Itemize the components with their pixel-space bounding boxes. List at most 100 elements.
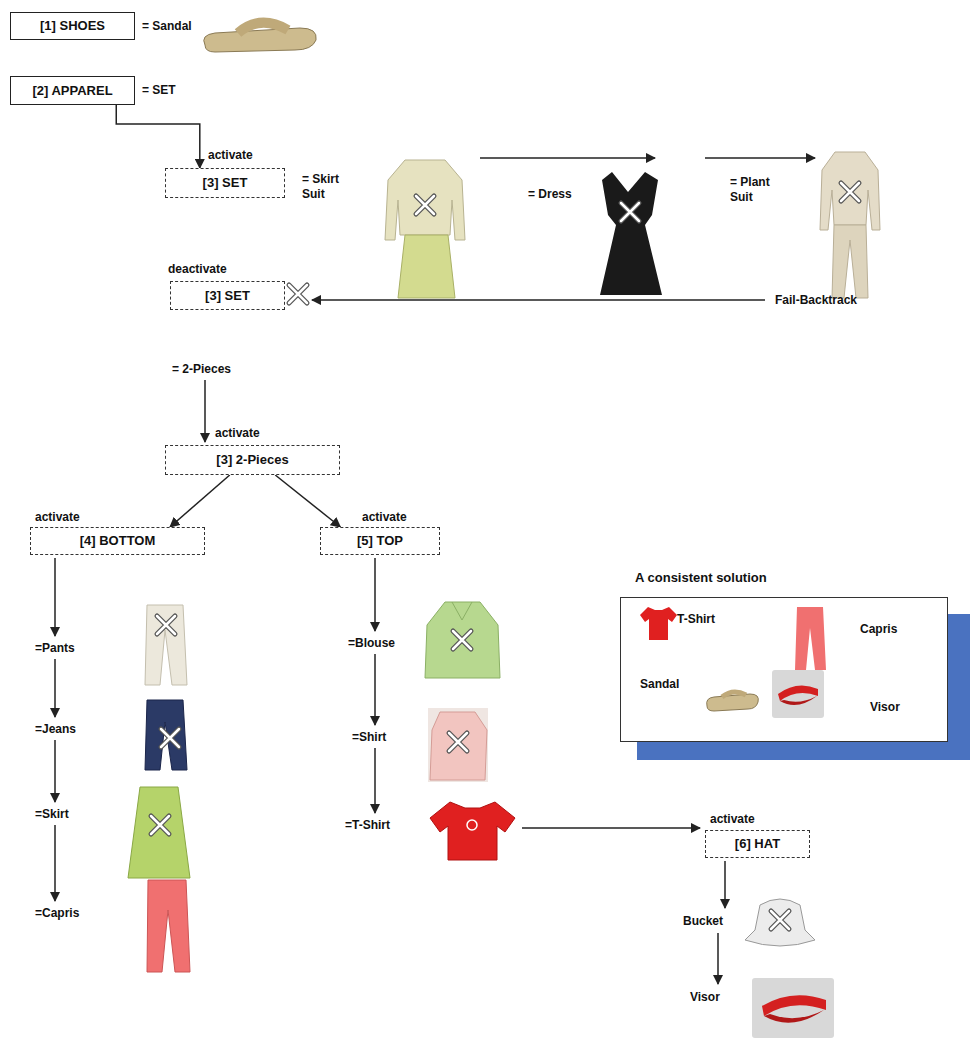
reject-mark: [161, 729, 179, 747]
reject-mark: [151, 816, 169, 834]
shirt-picture: [430, 712, 487, 780]
capris-picture: [147, 880, 190, 972]
sandal-picture: [204, 23, 316, 52]
pant-suit-picture: [820, 152, 880, 230]
reject-mark: [161, 729, 179, 747]
visor-picture: [762, 995, 826, 1016]
value-label: = 2-Pieces: [172, 362, 231, 377]
action-label: activate: [710, 812, 755, 827]
value-label: =Capris: [35, 906, 79, 921]
activated-variable: [4] BOTTOM: [30, 527, 205, 555]
blouse-picture: [425, 602, 500, 678]
flow-arrow: [54, 825, 56, 901]
shirt-picture: [428, 708, 488, 782]
box-label: [3] 2-Pieces: [216, 452, 288, 468]
pants-picture: [145, 605, 187, 685]
sandal-picture: [238, 23, 288, 33]
jeans-picture: [145, 700, 187, 770]
reject-mark: [449, 733, 467, 751]
reject-mark: [416, 196, 434, 214]
value-label: =Jeans: [35, 722, 76, 737]
value-label: =Skirt: [35, 807, 69, 822]
panel-heading: A consistent solution: [635, 570, 767, 585]
reject-mark: [416, 196, 434, 214]
value-label: = Sandal: [142, 19, 192, 34]
dress-picture: [600, 172, 662, 295]
bucket-hat-picture: [745, 899, 815, 946]
activated-variable: [3] 2-Pieces: [165, 445, 340, 475]
connector: [116, 105, 200, 168]
flow-arrow: [724, 861, 726, 908]
skirt-picture: [128, 787, 190, 878]
reject-mark: [157, 616, 175, 634]
value-label: Visor: [690, 990, 720, 1005]
flow-arrow: [522, 827, 700, 829]
reject-mark: [449, 733, 467, 751]
reject-mark: [161, 729, 179, 747]
solution-capris: [795, 607, 826, 670]
t-shirt-picture: [467, 820, 477, 830]
reject-mark: [449, 733, 467, 751]
solution-t-shirt: [640, 607, 677, 640]
reject-mark: [157, 616, 175, 634]
reject-mark: [771, 911, 789, 929]
visor-picture: [764, 1010, 824, 1023]
value-label: = Plant Suit: [730, 175, 792, 205]
reject-mark: [157, 616, 175, 634]
reject-mark: [289, 285, 307, 303]
panel-ground: [620, 597, 948, 742]
value-label: = Dress: [528, 187, 572, 202]
flow-arrow: [705, 157, 815, 159]
box-label: [5] TOP: [357, 533, 403, 549]
value-label: = SET: [142, 83, 176, 98]
value-label: =Shirt: [352, 730, 386, 745]
flow-arrow: [54, 659, 56, 717]
reject-mark: [151, 816, 169, 834]
reject-mark: [841, 183, 859, 201]
action-label: activate: [215, 426, 260, 441]
skirt-suit-picture: [385, 160, 465, 240]
reject-mark: [151, 816, 169, 834]
sandal-picture: [204, 28, 316, 52]
reject-mark: [771, 911, 789, 929]
skirt-suit-picture: [385, 160, 465, 298]
action-label: activate: [208, 148, 253, 163]
reject-mark: [289, 285, 307, 303]
deactivated-variable: [3] SET: [170, 281, 285, 310]
flow-arrow: [54, 558, 56, 636]
reject-mark: [841, 183, 859, 201]
solution-sandal: [707, 694, 759, 711]
solution-visor: [772, 670, 824, 718]
solution-visor: [780, 696, 817, 705]
visor-picture: [752, 978, 834, 1038]
reject-mark: [453, 631, 471, 649]
t-shirt-picture: [430, 802, 515, 860]
item-name: Capris: [860, 622, 897, 637]
blouse-picture: [452, 602, 472, 620]
flow-arrow: [374, 654, 376, 725]
flow-arrow: [54, 740, 56, 802]
activated-variable: [5] TOP: [320, 527, 440, 555]
backtrack-label: Fail-Backtrack: [775, 293, 857, 308]
t-shirt-picture: [430, 802, 515, 860]
reject-mark: [621, 203, 639, 221]
skirt-picture: [128, 787, 190, 878]
panel-border: [620, 597, 948, 742]
pant-suit-picture: [832, 225, 868, 298]
item-name: Sandal: [640, 677, 679, 692]
blouse-picture: [425, 602, 500, 678]
value-label: =Blouse: [348, 636, 395, 651]
solution-panel: A consistent solutionT-ShirtCaprisSandal…: [620, 568, 948, 742]
pants-picture: [145, 605, 187, 685]
value-label: =T-Shirt: [345, 818, 390, 833]
connector: [170, 475, 230, 527]
solution-sandal: [722, 692, 746, 697]
backtrack-arrow: [312, 299, 765, 301]
skirt-suit-picture: [398, 235, 455, 298]
reject-mark: [453, 631, 471, 649]
box-label: [3] SET: [203, 175, 248, 191]
value-label: Bucket: [683, 914, 723, 929]
box-label: [3] SET: [205, 288, 250, 304]
variable-box: [2] APPAREL: [10, 76, 135, 105]
